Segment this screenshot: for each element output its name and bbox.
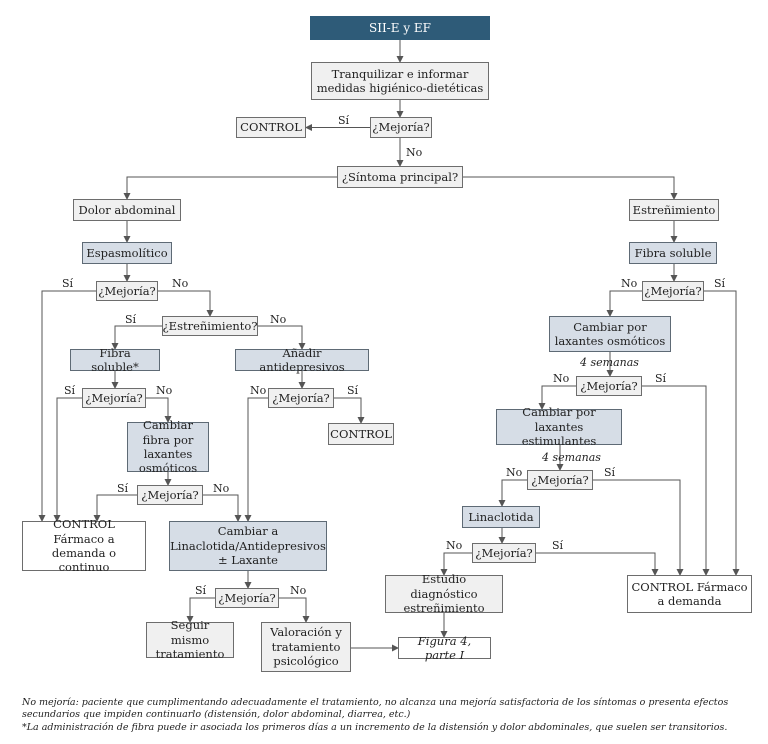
- label-no-estren: No: [270, 313, 287, 326]
- node-cambiar-fibra: Cambiar fibra por laxantes osmóticos: [127, 418, 209, 475]
- node-estudio-diagnostico: Estudio diagnóstico estreñimiento: [385, 572, 503, 615]
- label-no-espas: No: [172, 277, 189, 290]
- footnote-fibra: *La administración de fibra puede ir aso…: [22, 722, 728, 733]
- node-cambiar-osmoticos: Cambiar por laxantes osmóticos: [549, 316, 671, 352]
- node-pregunta-estrenimiento: ¿Estreñimiento?: [162, 316, 258, 336]
- label-si-cambiar-fibra: Sí: [117, 482, 129, 495]
- node-mejoria-linaclotida-right: ¿Mejoría?: [472, 543, 536, 563]
- node-sintoma-principal: ¿Síntoma principal?: [337, 166, 463, 188]
- node-mejoria-espasmolitico: ¿Mejoría?: [96, 281, 158, 301]
- connector-arrow: [93, 494, 137, 522]
- node-mejoria-antidepresivos: ¿Mejoría?: [268, 388, 334, 408]
- node-control-top: CONTROL: [236, 117, 306, 138]
- label-si-linaclotida-right: Sí: [552, 539, 564, 552]
- connector-arrow: [38, 290, 96, 522]
- node-fibra-soluble-star: Fibra soluble*: [70, 346, 160, 374]
- node-cambiar-linaclotida: Cambiar a Linaclotida/Antidepresivos ± L…: [169, 521, 327, 571]
- label-si-estimulantes: Sí: [604, 466, 616, 479]
- node-cambiar-estimulantes: Cambiar por laxantes estimulantes: [496, 405, 622, 448]
- node-figura-4: Figura 4, parte I: [398, 634, 491, 662]
- label-no-osmoticos: No: [553, 372, 570, 385]
- connector-arrow: [538, 385, 576, 410]
- node-mejoria-cambiar-fibra: ¿Mejoría?: [137, 485, 203, 505]
- label-no-linaclotida-right: No: [446, 539, 463, 552]
- connector-arrow: [123, 176, 337, 200]
- connector-arrow: [642, 385, 710, 576]
- node-mejoria-osmoticos: ¿Mejoría?: [576, 376, 642, 396]
- label-si-osmoticos: Sí: [655, 372, 667, 385]
- footnote-no-mejoria: No mejoría: paciente que cumplimentando …: [22, 697, 729, 720]
- connector-arrow: [244, 397, 268, 522]
- node-mejoria-fibra-left: ¿Mejoría?: [82, 388, 146, 408]
- node-mejoria-fibra-right: ¿Mejoría?: [642, 281, 704, 301]
- connector-arrow: [186, 597, 215, 623]
- node-tranquilizar: Tranquilizar e informar medidas higiénic…: [311, 62, 489, 100]
- connector-arrow: [606, 290, 642, 317]
- connector-arrow: [111, 325, 162, 350]
- label-si-espas: Sí: [62, 277, 74, 290]
- node-valoracion-psicologica: Valoración y tratamiento psicológico: [261, 622, 351, 672]
- node-anadir-antidepresivos: Añadir antidepresivos: [235, 346, 369, 374]
- label-no-linaclotida-left: No: [290, 584, 307, 597]
- node-espasmolitico: Espasmolítico: [82, 242, 172, 264]
- connector-arrow: [258, 325, 306, 350]
- node-control-farmaco-left: CONTROL Fármaco a demanda o continuo: [22, 517, 146, 574]
- connector-arrow: [203, 494, 242, 522]
- node-estrenimiento: Estreñimiento: [629, 199, 719, 221]
- connector-arrow: [158, 290, 214, 317]
- label-si-linaclotida-left: Sí: [195, 584, 207, 597]
- connector-arrow: [440, 552, 472, 576]
- connector-arrow: [463, 176, 678, 200]
- label-no-cambiar-fibra: No: [213, 482, 230, 495]
- label-si-estren: Sí: [125, 313, 137, 326]
- label-si-1: Sí: [338, 114, 350, 127]
- node-control-farmaco-right: CONTROL Fármaco a demanda: [627, 575, 752, 613]
- connector-arrow: [498, 479, 527, 507]
- node-sii: SII-E y EF: [310, 16, 490, 40]
- node-linaclotida: Linaclotida: [462, 506, 540, 528]
- connector-arrow: [279, 597, 310, 623]
- label-si-fibra-left: Sí: [64, 384, 76, 397]
- label-no-estimulantes: No: [506, 466, 523, 479]
- label-no-fibra-left: No: [156, 384, 173, 397]
- node-mejoria-linaclotida-left: ¿Mejoría?: [215, 588, 279, 608]
- connector-arrow: [334, 397, 365, 424]
- label-si-antidep: Sí: [347, 384, 359, 397]
- node-mejoria-estimulantes: ¿Mejoría?: [527, 470, 593, 490]
- node-fibra-soluble-right: Fibra soluble: [629, 242, 717, 264]
- node-dolor-abdominal: Dolor abdominal: [73, 199, 181, 221]
- connector-arrow: [704, 290, 740, 576]
- label-4-semanas-2: 4 semanas: [542, 451, 601, 464]
- label-no-antidep: No: [250, 384, 267, 397]
- label-no-1: No: [406, 146, 423, 159]
- label-si-fibra-right: Sí: [714, 277, 726, 290]
- label-no-fibra-right: No: [621, 277, 638, 290]
- node-control-antidepresivos: CONTROL: [328, 423, 394, 445]
- node-seguir-tratamiento: Seguir mismo tratamiento: [146, 618, 234, 661]
- connector-arrow: [53, 397, 82, 522]
- connector-arrow: [593, 479, 684, 576]
- node-mejoria-1: ¿Mejoría?: [370, 117, 432, 138]
- connector-arrow: [146, 397, 172, 423]
- connector-arrow: [536, 552, 659, 576]
- label-4-semanas-1: 4 semanas: [580, 356, 639, 369]
